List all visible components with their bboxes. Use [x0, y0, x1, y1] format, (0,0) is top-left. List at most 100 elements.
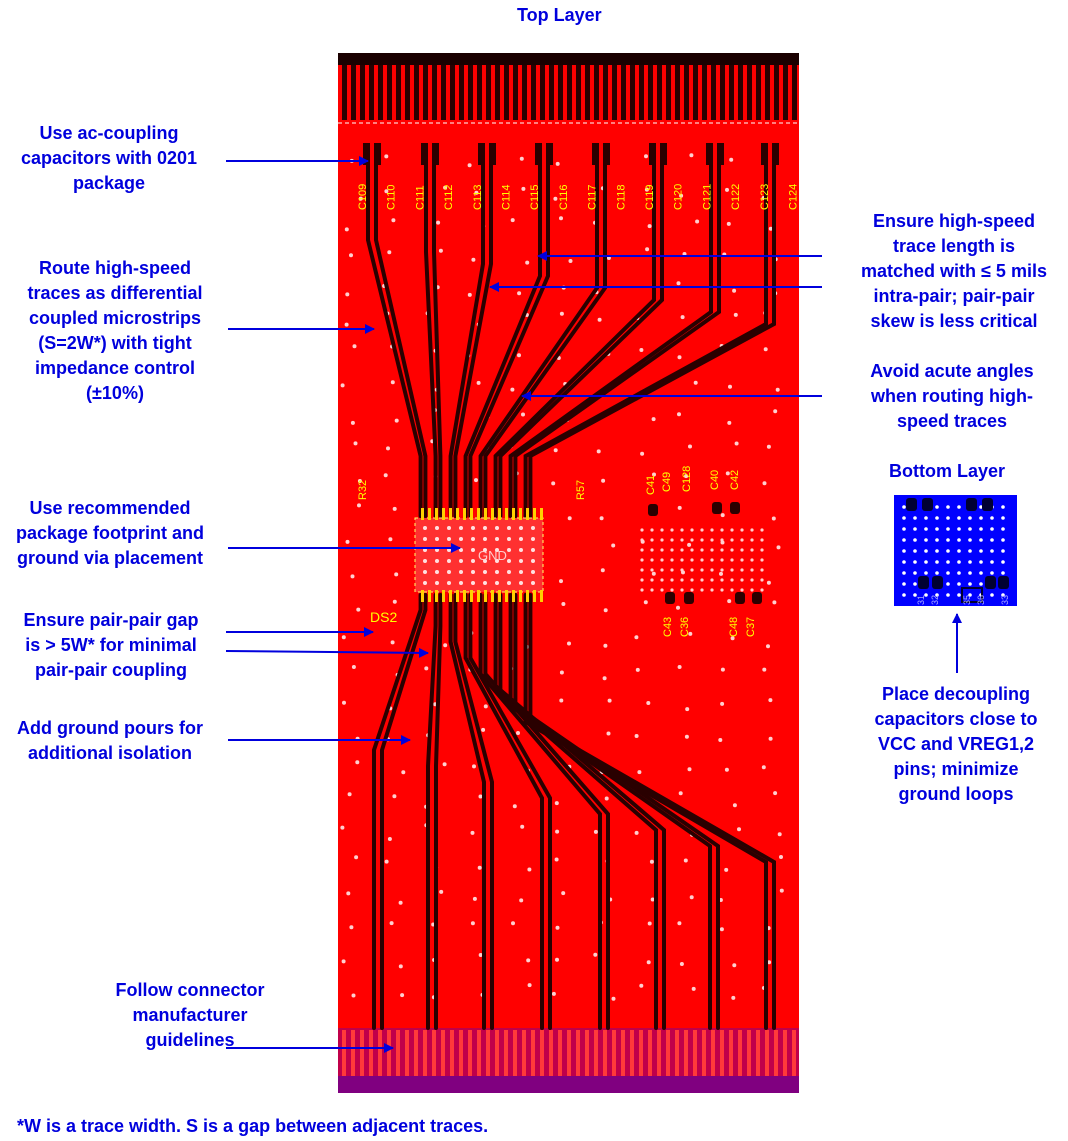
via [640, 568, 644, 572]
bottom-layer-via [957, 505, 961, 509]
connector-finger [351, 1030, 355, 1076]
via [607, 698, 612, 703]
via [394, 572, 399, 577]
via [443, 643, 448, 648]
via [700, 548, 704, 552]
ic-pin [491, 590, 494, 602]
ic-via [507, 537, 511, 541]
connector-finger [477, 65, 482, 120]
via [384, 189, 389, 194]
connector-finger [486, 65, 491, 120]
via [481, 727, 486, 732]
via [710, 558, 714, 562]
ic-pin [526, 590, 529, 602]
via [390, 640, 395, 645]
via [555, 161, 560, 166]
via [670, 578, 674, 582]
via [477, 865, 482, 870]
ic-pin [421, 590, 424, 602]
trace [493, 593, 658, 1030]
via [603, 643, 608, 648]
bottom-layer-via [979, 505, 983, 509]
connector-finger [765, 65, 770, 120]
via [690, 538, 694, 542]
ic-pin [456, 590, 459, 602]
ic-via [495, 570, 499, 574]
ic-via [471, 548, 475, 552]
via [392, 599, 397, 604]
via [720, 513, 725, 518]
trace [366, 158, 423, 518]
via [640, 588, 644, 592]
bottom-layer-label: 33 [1000, 595, 1010, 605]
connector-finger [405, 65, 410, 120]
via [771, 516, 776, 521]
gnd-label: GND [478, 548, 507, 563]
bottom-layer-via [1001, 538, 1005, 542]
via [670, 528, 674, 532]
trace [478, 593, 602, 1030]
ic-via [519, 559, 523, 563]
via [650, 548, 654, 552]
via [554, 801, 559, 806]
bottom-layer-via [968, 582, 972, 586]
ic-pin [484, 508, 487, 520]
bottom-layer-via [979, 538, 983, 542]
via [519, 898, 524, 903]
connector-finger [711, 1030, 715, 1076]
bottom-layer-via [946, 538, 950, 542]
via [660, 558, 664, 562]
via [720, 548, 724, 552]
via [740, 548, 744, 552]
via [525, 260, 530, 265]
bottom-layer-via [968, 538, 972, 542]
connector-finger [684, 1030, 688, 1076]
via [766, 444, 771, 449]
via [650, 528, 654, 532]
via [680, 548, 684, 552]
ic-via [483, 537, 487, 541]
bottom-layer-via [957, 560, 961, 564]
connector-finger [702, 65, 707, 120]
via [511, 921, 515, 926]
bottom-connector-fingers [342, 1030, 796, 1076]
via [724, 867, 729, 872]
via [388, 537, 393, 542]
ic-via [507, 581, 511, 585]
bottom-layer-label: 36 [976, 595, 986, 605]
connector-finger [783, 65, 788, 120]
trace [528, 593, 776, 1030]
via [730, 558, 734, 562]
component-pad [665, 592, 675, 604]
via [384, 859, 389, 864]
ic-via [495, 559, 499, 563]
via [351, 665, 356, 669]
via [559, 698, 564, 703]
bottom-layer-label: 31 [916, 595, 926, 605]
lower-differential-traces [372, 593, 776, 1030]
connector-finger [603, 1030, 607, 1076]
via [345, 539, 350, 544]
ic-via [483, 570, 487, 574]
connector-finger [738, 65, 743, 120]
bottom-layer-label: 32 [930, 595, 940, 605]
ic-via [471, 570, 475, 574]
via [398, 900, 403, 905]
trace [508, 593, 712, 1030]
connector-finger [468, 65, 473, 120]
ic-via [531, 570, 535, 574]
via [344, 322, 349, 327]
via [680, 558, 684, 562]
trace [424, 158, 438, 518]
ic-via [531, 581, 535, 585]
bottom-layer-pad [932, 576, 943, 589]
trace [453, 593, 494, 1030]
via [768, 698, 773, 703]
connector-finger [441, 1030, 445, 1076]
connector-finger [342, 1030, 346, 1076]
via [660, 568, 664, 572]
via [568, 259, 573, 263]
component-designator: C41 [645, 475, 657, 495]
connector-finger [450, 65, 455, 120]
bottom-layer-via [935, 505, 939, 509]
